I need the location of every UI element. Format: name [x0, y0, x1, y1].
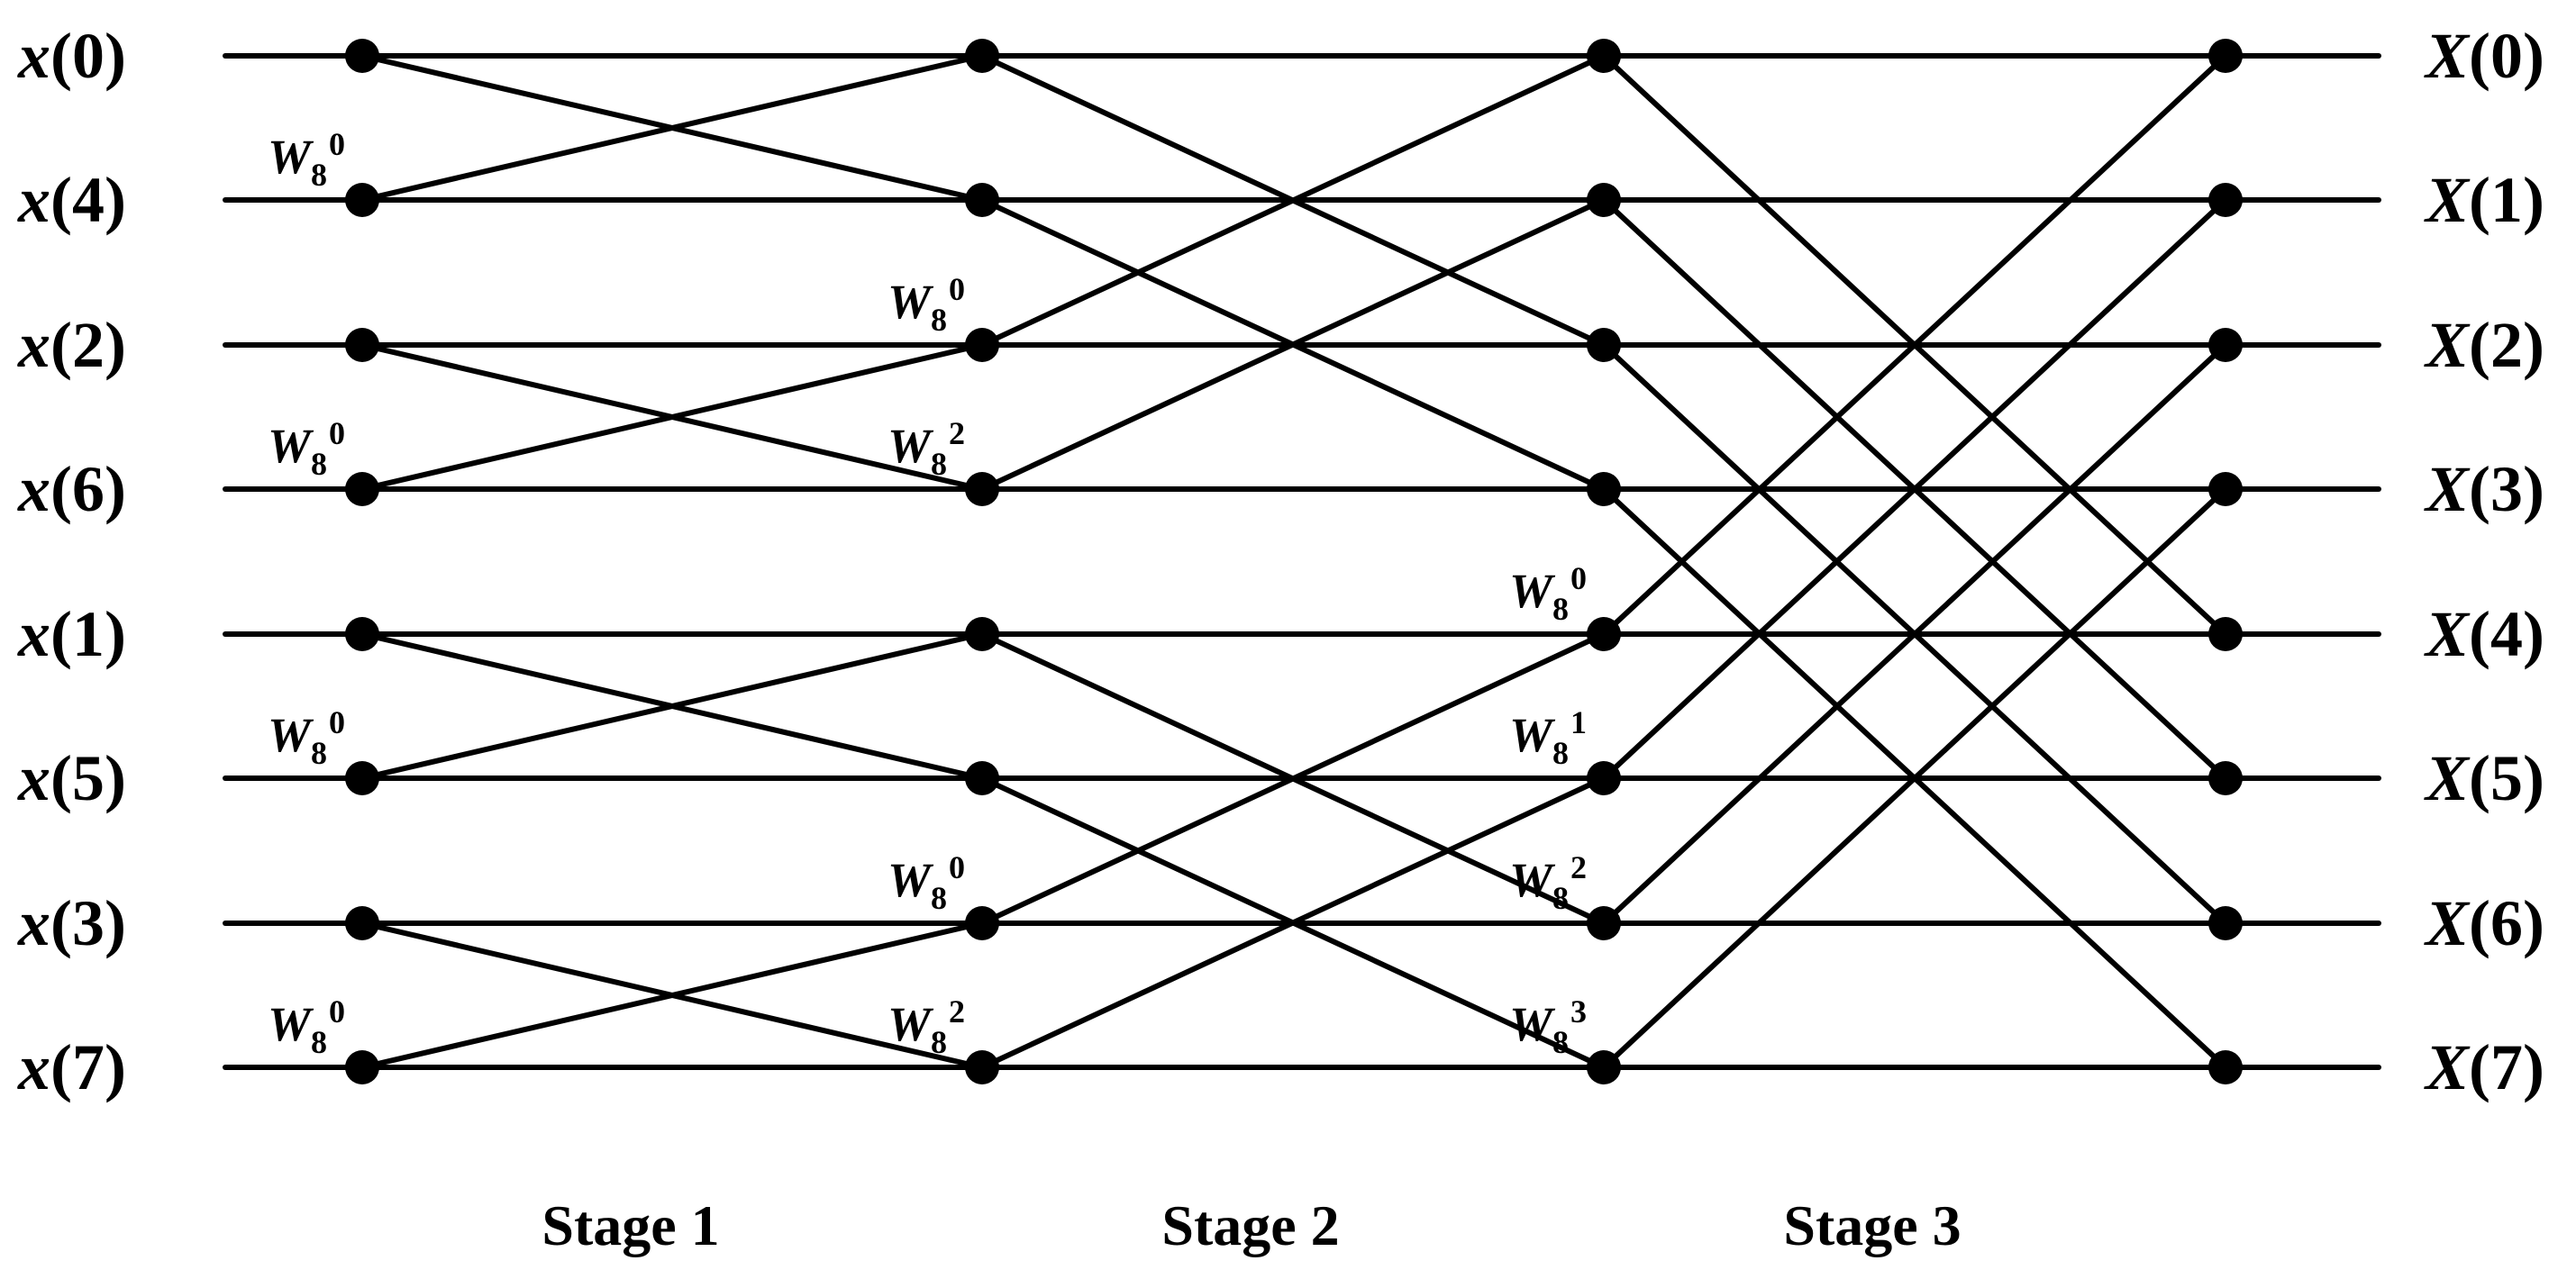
node-c1-r2: [965, 328, 999, 362]
output-label-0: X(0): [2424, 20, 2544, 92]
node-c3-r2: [2208, 328, 2243, 362]
signal-lines: [223, 53, 2381, 1070]
output-label-3: X(3): [2424, 453, 2544, 525]
twiddle-factor-label: W83: [1509, 993, 1587, 1060]
output-label-6: X(6): [2424, 887, 2544, 959]
twiddle-factor-label: W80: [268, 704, 345, 771]
output-label-1: X(1): [2424, 164, 2544, 236]
output-label-7: X(7): [2424, 1031, 2544, 1103]
input-label-3: x(6): [17, 453, 126, 525]
stage-label-3: Stage 3: [1783, 1193, 1961, 1257]
node-c0-r2: [345, 328, 379, 362]
output-label-5: X(5): [2424, 742, 2544, 814]
node-c2-r0: [1587, 39, 1621, 73]
node-c3-r3: [2208, 472, 2243, 506]
node-c1-r4: [965, 617, 999, 651]
node-c2-r4: [1587, 617, 1621, 651]
butterfly-nodes: [345, 39, 2243, 1084]
node-c2-r1: [1587, 183, 1621, 217]
butterfly-wire-s1-r7: [360, 921, 985, 1070]
node-c0-r5: [345, 761, 379, 795]
node-c0-r1: [345, 183, 379, 217]
twiddle-factor-label: W81: [1509, 704, 1587, 771]
input-label-4: x(1): [17, 598, 126, 670]
butterfly-wire-s1-r3: [360, 342, 985, 492]
node-c1-r0: [965, 39, 999, 73]
node-c3-r7: [2208, 1050, 2243, 1084]
node-c2-r7: [1587, 1050, 1621, 1084]
butterfly-wire-s2-r2: [979, 53, 1607, 348]
stage-label-2: Stage 2: [1161, 1193, 1339, 1257]
butterfly-wire-s3-r7: [1601, 486, 2228, 1070]
butterfly-wires: [360, 53, 2228, 1070]
butterfly-wire-s3-r5: [1601, 197, 2228, 781]
butterfly-wire-s1-r1: [360, 53, 985, 203]
output-label-4: X(4): [2424, 598, 2544, 670]
node-c3-r1: [2208, 183, 2243, 217]
input-labels: x(0) x(4) x(2) x(6) x(1) x(5) x(3) x(7): [17, 20, 126, 1103]
node-c0-r7: [345, 1050, 379, 1084]
stage-labels: Stage 1 Stage 2 Stage 3: [542, 1193, 1961, 1257]
twiddle-factor-label: W82: [887, 415, 965, 482]
stage-label-1: Stage 1: [542, 1193, 719, 1257]
twiddle-factor-label: W80: [268, 415, 345, 482]
twiddle-factor-label: W80: [268, 126, 345, 193]
node-c0-r6: [345, 906, 379, 940]
node-c3-r5: [2208, 761, 2243, 795]
node-c2-r6: [1587, 906, 1621, 940]
input-label-1: x(4): [17, 164, 126, 236]
node-c1-r3: [965, 472, 999, 506]
twiddle-factor-label: W82: [1509, 849, 1587, 916]
butterfly-wire-s1-r5: [360, 631, 985, 781]
twiddle-factor-label: W80: [1509, 560, 1587, 627]
twiddle-factor-label: W80: [887, 849, 965, 916]
node-c0-r0: [345, 39, 379, 73]
node-c1-r5: [965, 761, 999, 795]
node-c3-r4: [2208, 617, 2243, 651]
node-c3-r0: [2208, 39, 2243, 73]
twiddle-factor-label: W82: [887, 993, 965, 1060]
node-c2-r2: [1587, 328, 1621, 362]
node-c1-r6: [965, 906, 999, 940]
butterfly-wire-s2-r3: [979, 197, 1607, 492]
node-c2-r5: [1587, 761, 1621, 795]
node-c1-r1: [965, 183, 999, 217]
input-label-0: x(0): [17, 20, 126, 92]
twiddle-factor-label: W80: [268, 993, 345, 1060]
butterfly-wire-s2-r6: [979, 631, 1607, 926]
twiddle-factor-label: W80: [887, 271, 965, 338]
output-labels: X(0) X(1) X(2) X(3) X(4) X(5) X(6) X(7): [2424, 20, 2544, 1103]
output-label-2: X(2): [2424, 309, 2544, 381]
node-c2-r3: [1587, 472, 1621, 506]
input-label-5: x(5): [17, 742, 126, 814]
node-c1-r7: [965, 1050, 999, 1084]
input-label-2: x(2): [17, 309, 126, 381]
input-label-6: x(3): [17, 887, 126, 959]
butterfly-wire-s2-r7: [979, 776, 1607, 1070]
node-c0-r4: [345, 617, 379, 651]
butterfly-wire-s3-r4: [1601, 53, 2228, 637]
node-c0-r3: [345, 472, 379, 506]
input-label-7: x(7): [17, 1031, 126, 1103]
butterfly-wire-s3-r6: [1601, 342, 2228, 926]
node-c3-r6: [2208, 906, 2243, 940]
